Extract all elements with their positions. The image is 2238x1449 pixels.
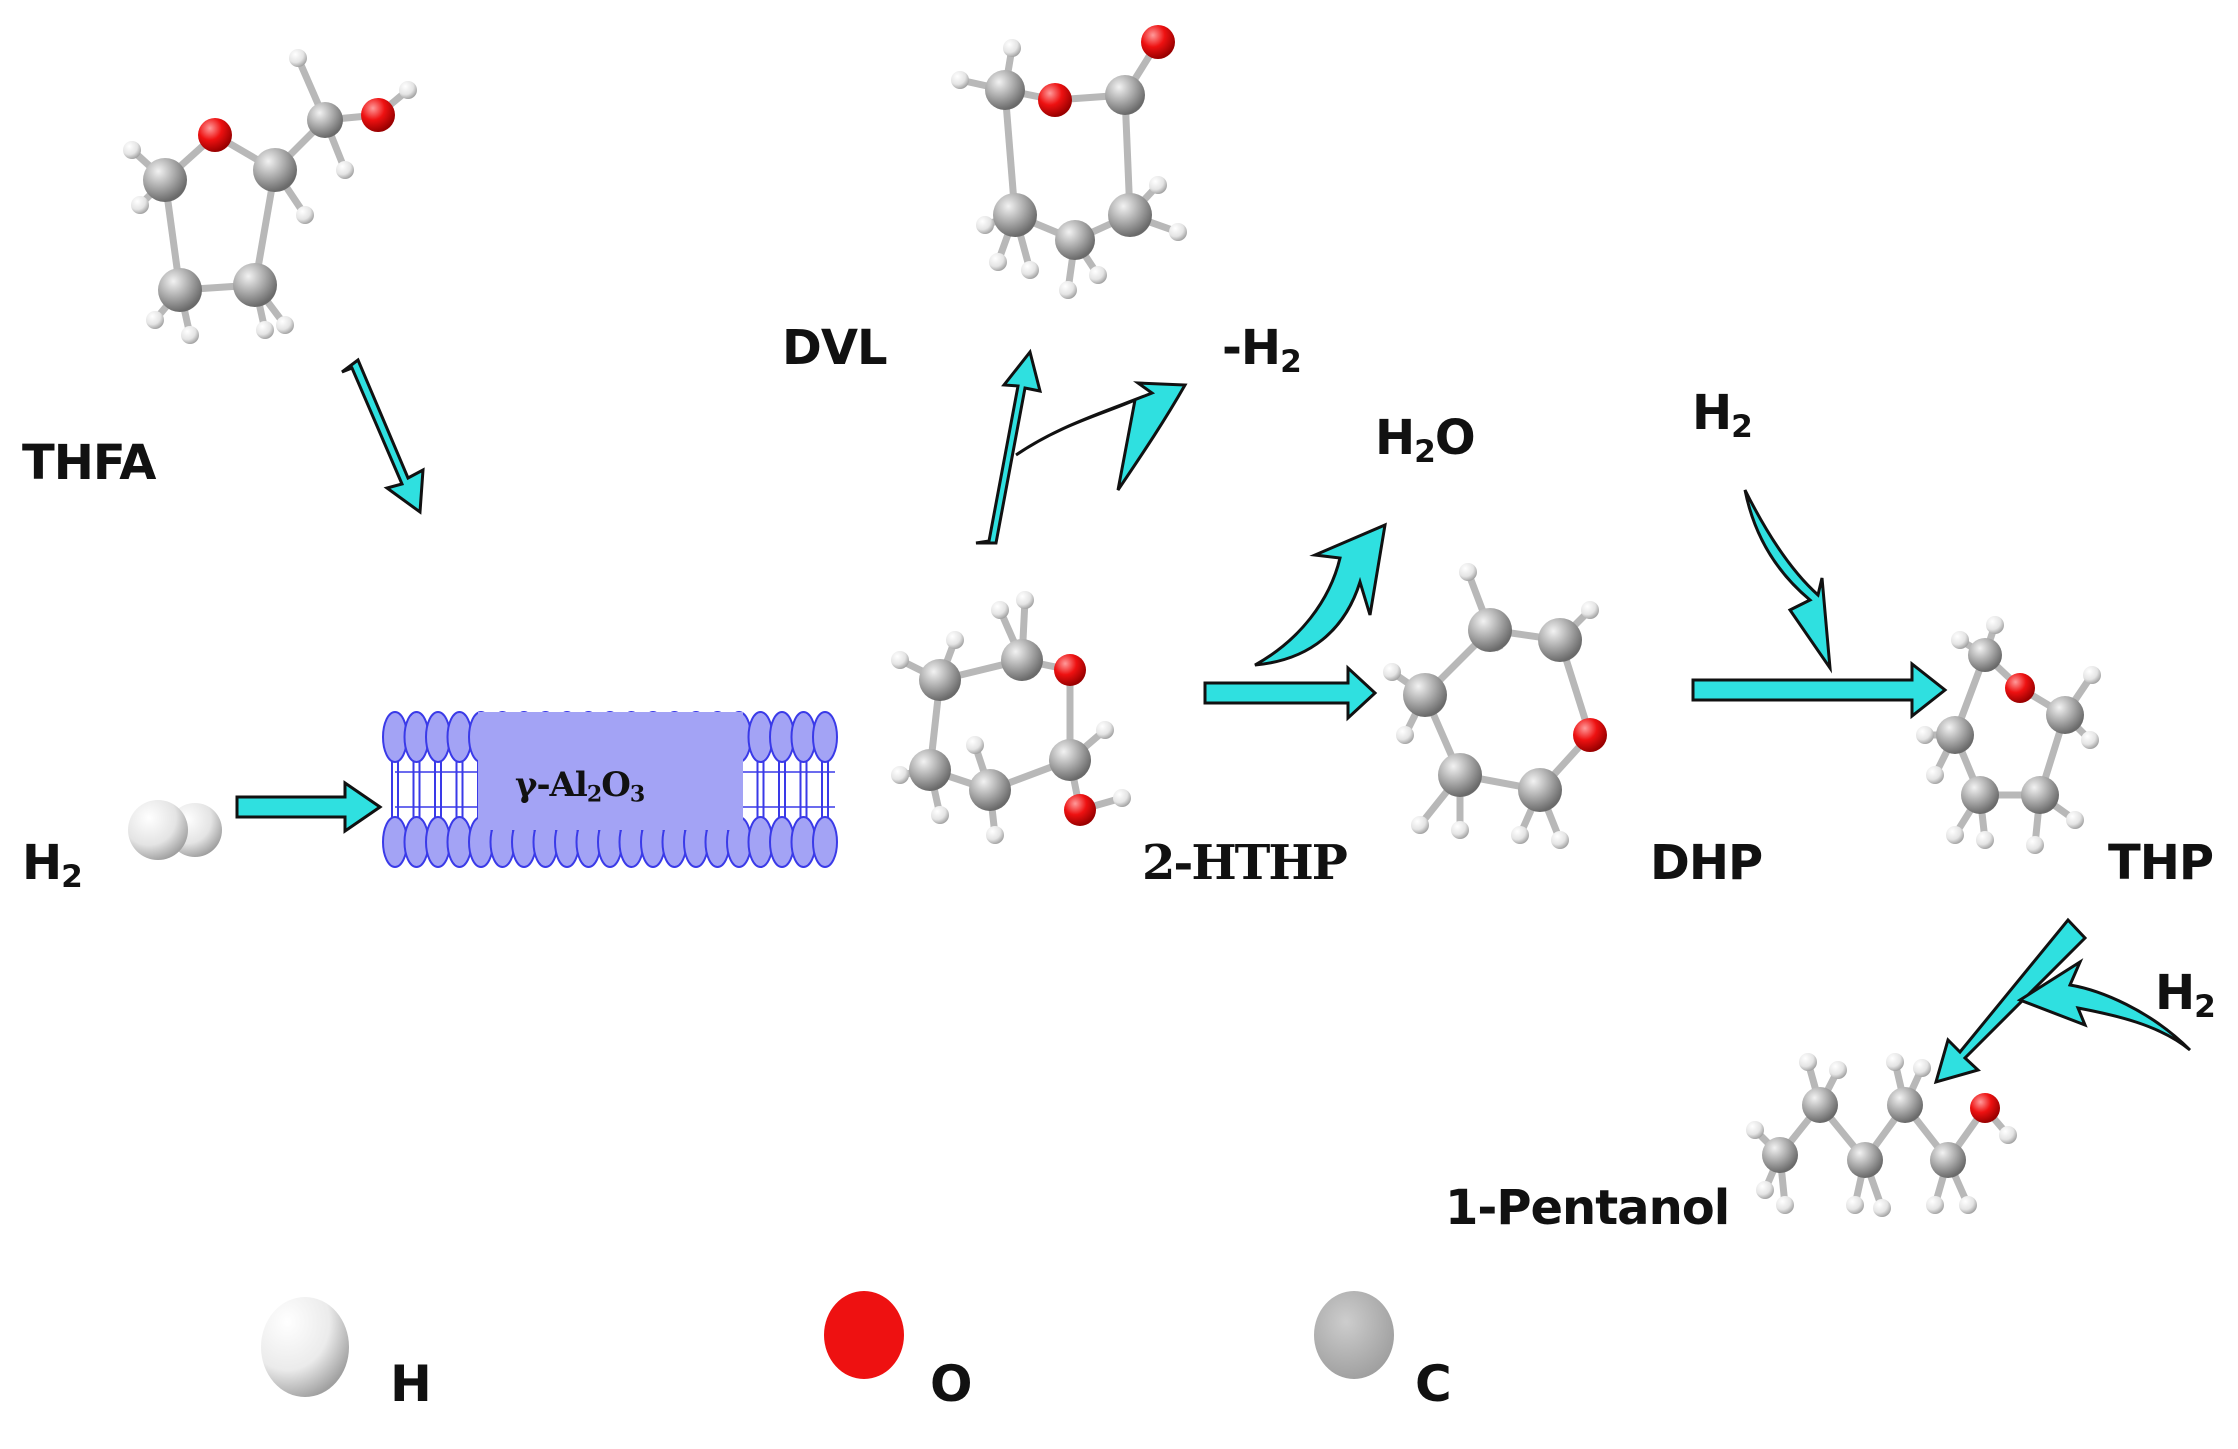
catalyst-prefix: γ-Al (515, 765, 588, 805)
molecule-2-hthp-atoms (891, 591, 1131, 844)
legend-h-label: H (390, 1355, 432, 1413)
h2-left-sub: 2 (61, 858, 83, 895)
reaction-arrows (235, 348, 2192, 1085)
arrow-thp-pentanol (1933, 917, 2088, 1085)
label-h2-thp: H2 (2155, 965, 2216, 1025)
arrow-h2-dhp-curved (1743, 489, 1832, 674)
h2o-o: O (1434, 410, 1476, 466)
legend-o-label: O (930, 1355, 973, 1413)
membrane-head (425, 816, 451, 868)
h2o-h: H (1375, 410, 1415, 466)
catalyst-sub2: 3 (629, 781, 645, 808)
label-h2o: H2O (1375, 410, 1476, 470)
catalyst-membrane (382, 711, 838, 868)
catalyst-sub1: 2 (586, 781, 602, 808)
catalyst-label: γ-Al2O3 (515, 765, 645, 808)
minus-h2-symbol: -H (1222, 320, 1281, 376)
molecule-thp-atoms (1916, 616, 2101, 854)
legend-h-sphere (261, 1297, 349, 1397)
label-dhp: DHP (1650, 835, 1763, 891)
molecule-dhp-atoms (1383, 563, 1607, 849)
molecule-thfa-atoms (123, 49, 417, 344)
molecule-h2-left (128, 800, 222, 860)
label-h2-left: H2 (22, 835, 83, 895)
membrane-head (747, 816, 774, 868)
membrane-head (403, 711, 430, 763)
h2-dhp-symbol: H (1692, 385, 1732, 441)
membrane-head (446, 816, 473, 868)
membrane-head (769, 816, 795, 868)
arrow-dhp-thp (1691, 660, 1948, 720)
arrow-up-dvl (975, 348, 1043, 545)
label-minus-h2: -H2 (1222, 320, 1302, 380)
membrane-head (769, 711, 795, 763)
arrow-h2-right (235, 780, 383, 834)
membrane-head (425, 711, 451, 763)
arrow-minus-h2-curved (1015, 381, 1188, 491)
arrow-hthp-dhp (1203, 664, 1378, 722)
h2-thp-sub: 2 (2194, 988, 2216, 1025)
catalyst-mid: O (601, 765, 631, 805)
molecule-1-pentanol (1752, 1061, 2011, 1210)
membrane-head (790, 711, 817, 763)
label-thp: THP (2108, 835, 2214, 891)
label-h2-dhp: H2 (1692, 385, 1753, 445)
label-dvl: DVL (782, 320, 888, 376)
label-thfa: THFA (22, 435, 156, 491)
molecule-dvl-atoms (951, 25, 1187, 299)
membrane-head (790, 816, 817, 868)
arrow-h2-thp-curved (2016, 958, 2192, 1052)
molecule-1-pentanol-atoms (1746, 1053, 2017, 1217)
legend-c-sphere (1314, 1291, 1394, 1379)
h2-dhp-sub: 2 (1731, 408, 1753, 445)
membrane-head (747, 711, 774, 763)
label-2-hthp: 2-HTHP (1142, 835, 1348, 891)
legend-o-sphere (824, 1291, 904, 1379)
membrane-head (812, 711, 838, 763)
minus-h2-sub: 2 (1280, 343, 1302, 380)
arrow-h2o-curved (1254, 522, 1387, 667)
membrane-head (812, 816, 838, 868)
catalyst-block (478, 712, 743, 830)
legend-c-label: C (1415, 1355, 1452, 1413)
arrow-thfa-down (341, 357, 425, 515)
h2o-sub: 2 (1414, 433, 1436, 470)
membrane-head (403, 816, 430, 868)
membrane-head (382, 711, 408, 763)
h2-left-symbol: H (22, 835, 62, 891)
membrane-head (382, 816, 408, 868)
label-1-pentanol: 1-Pentanol (1445, 1180, 1730, 1236)
h2-thp-symbol: H (2155, 965, 2195, 1021)
membrane-head (446, 711, 473, 763)
legend-spheres (261, 1291, 1394, 1397)
